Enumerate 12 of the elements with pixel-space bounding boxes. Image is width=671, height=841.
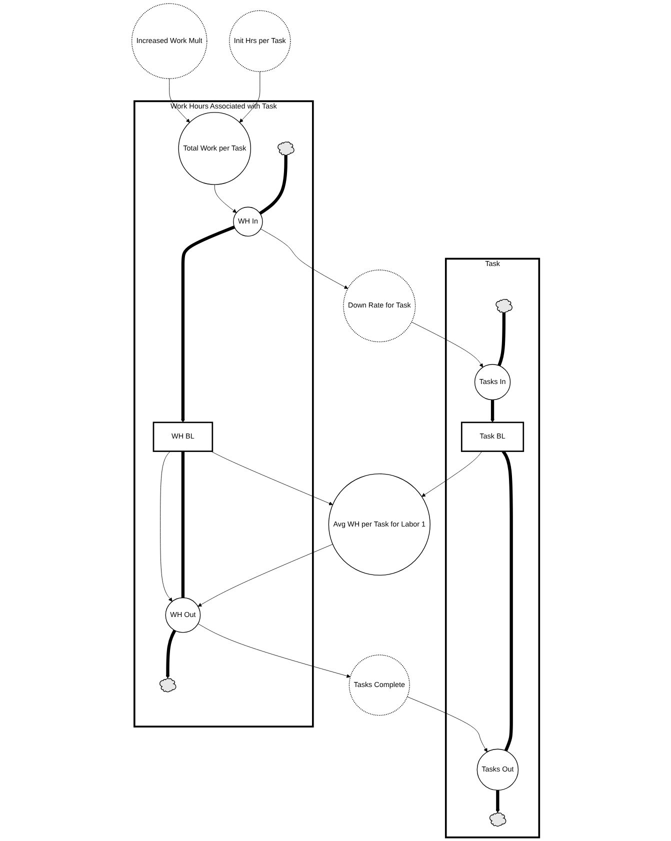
arrow [490,400,494,423]
node-cloud [159,678,176,692]
arrow [180,226,236,423]
node-cloud [489,812,506,827]
arrow [496,790,500,813]
connector [181,451,185,598]
arrow [166,630,176,679]
connector [259,155,288,215]
connector [502,450,513,752]
node-cloud [496,299,512,314]
node-cloud [278,142,294,156]
connector [498,312,506,366]
